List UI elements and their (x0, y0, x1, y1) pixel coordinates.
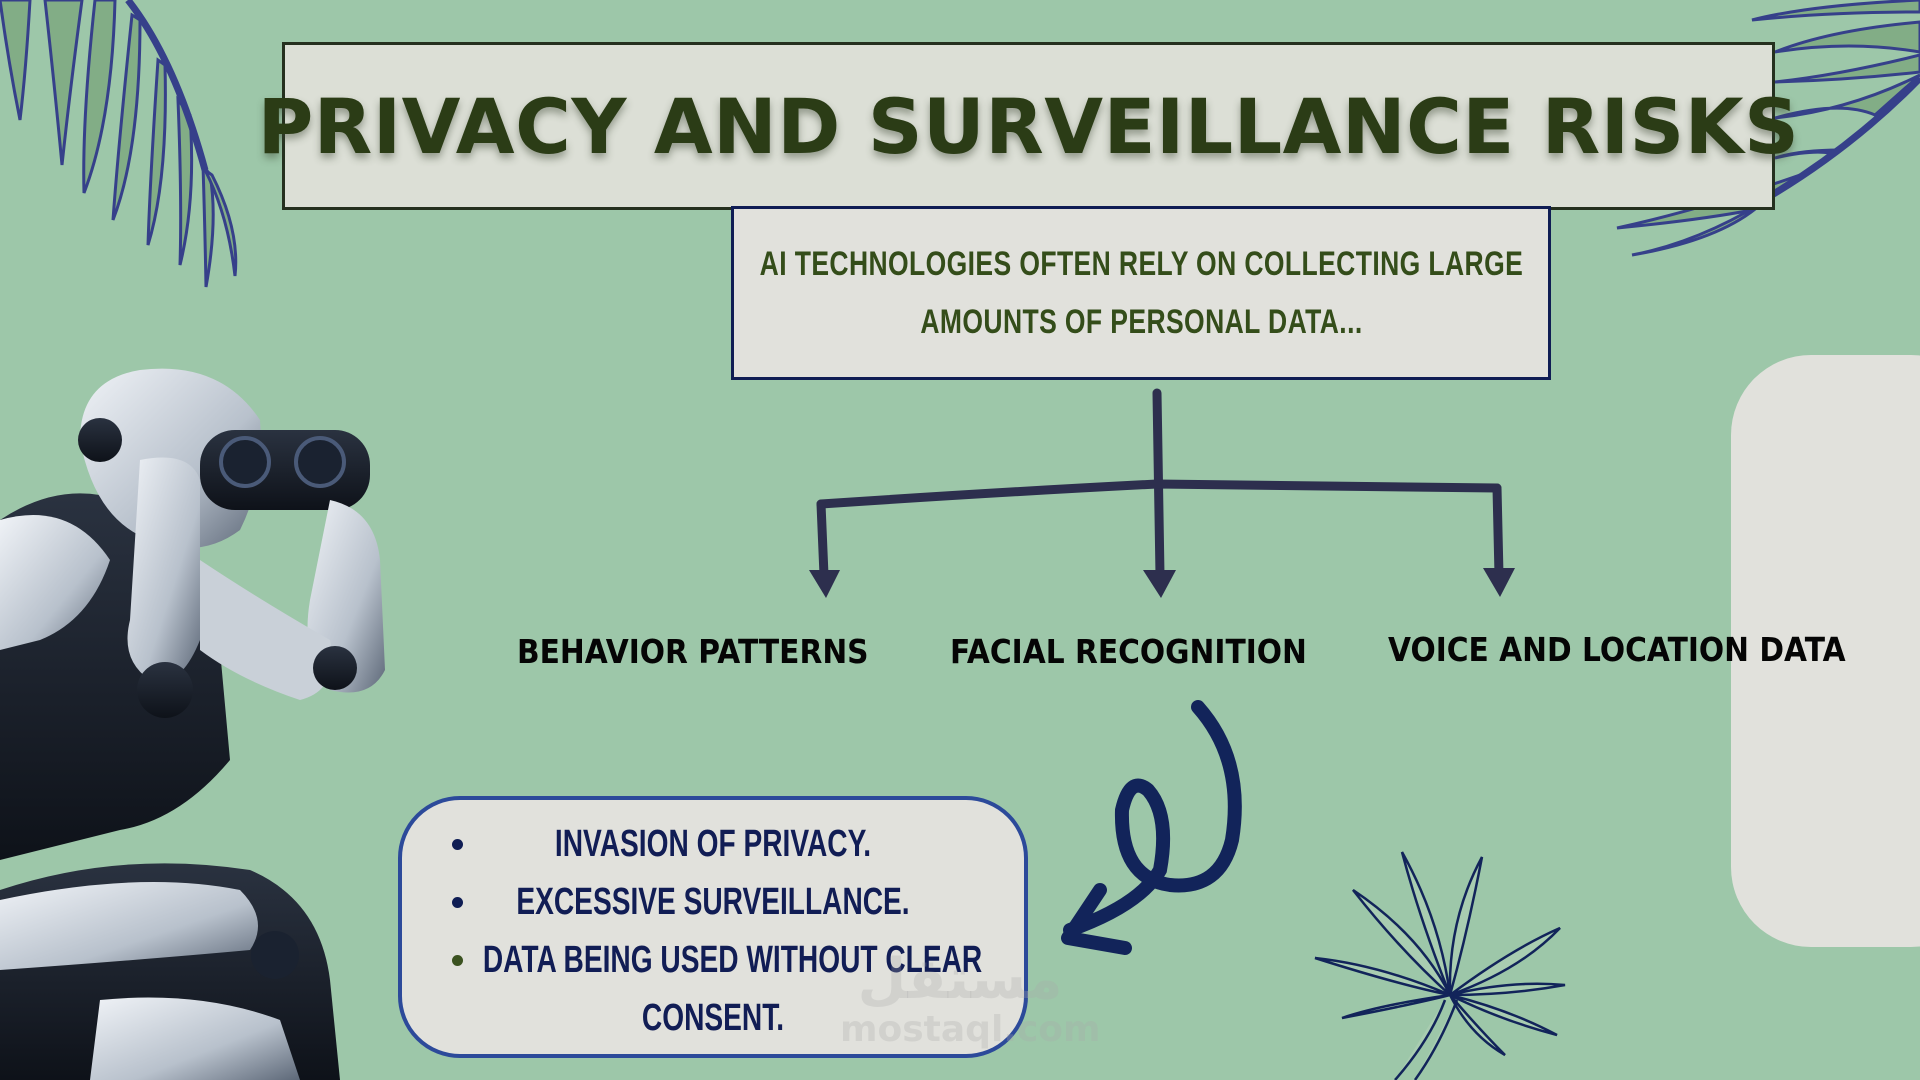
category-behavior-patterns: BEHAVIOR PATTERNS (517, 632, 869, 671)
intro-line: AI TECHNOLOGIES OFTEN RELY ON COLLECTING… (759, 245, 1523, 283)
side-panel (1731, 355, 1920, 947)
list-item-text: CONSENT. (641, 997, 785, 1039)
bullet-icon (452, 839, 463, 850)
list-item-continuation: CONSENT. (402, 989, 1024, 1047)
list-item: INVASION OF PRIVACY. (402, 815, 1024, 873)
intro-line: AMOUNTS OF PERSONAL DATA... (919, 303, 1363, 341)
arrowhead-right-icon (1483, 568, 1515, 597)
arrowhead-center-icon (1143, 570, 1176, 598)
connector-left (816, 499, 829, 580)
arrowhead-left-icon (809, 570, 840, 598)
list-item-text: INVASION OF PRIVACY. (554, 823, 872, 865)
slide-title: PRIVACY AND SURVEILLANCE RISKS (257, 81, 1800, 171)
watermark-arabic: مستقل (857, 947, 1063, 1012)
list-item: DATA BEING USED WITHOUT CLEAR (402, 931, 1024, 989)
list-item-text: EXCESSIVE SURVEILLANCE. (516, 881, 910, 923)
bullet-icon (452, 897, 463, 908)
bullet-icon (452, 955, 463, 966)
category-voice-location: VOICE AND LOCATION DATA (1388, 630, 1846, 669)
category-facial-recognition: FACIAL RECOGNITION (950, 632, 1307, 671)
title-banner: PRIVACY AND SURVEILLANCE RISKS (258, 42, 1799, 210)
intro-box: AI TECHNOLOGIES OFTEN RELY ON COLLECTING… (731, 206, 1551, 380)
watermark: مستقل mostaql.com (840, 947, 1101, 1060)
connector-right (1492, 483, 1504, 580)
watermark-latin: mostaql.com (840, 1009, 1101, 1050)
connector-bar (816, 479, 1502, 509)
risks-list: INVASION OF PRIVACY. EXCESSIVE SURVEILLA… (398, 796, 1028, 1058)
list-item: EXCESSIVE SURVEILLANCE. (402, 873, 1024, 931)
list-item-text: DATA BEING USED WITHOUT CLEAR (482, 939, 983, 981)
